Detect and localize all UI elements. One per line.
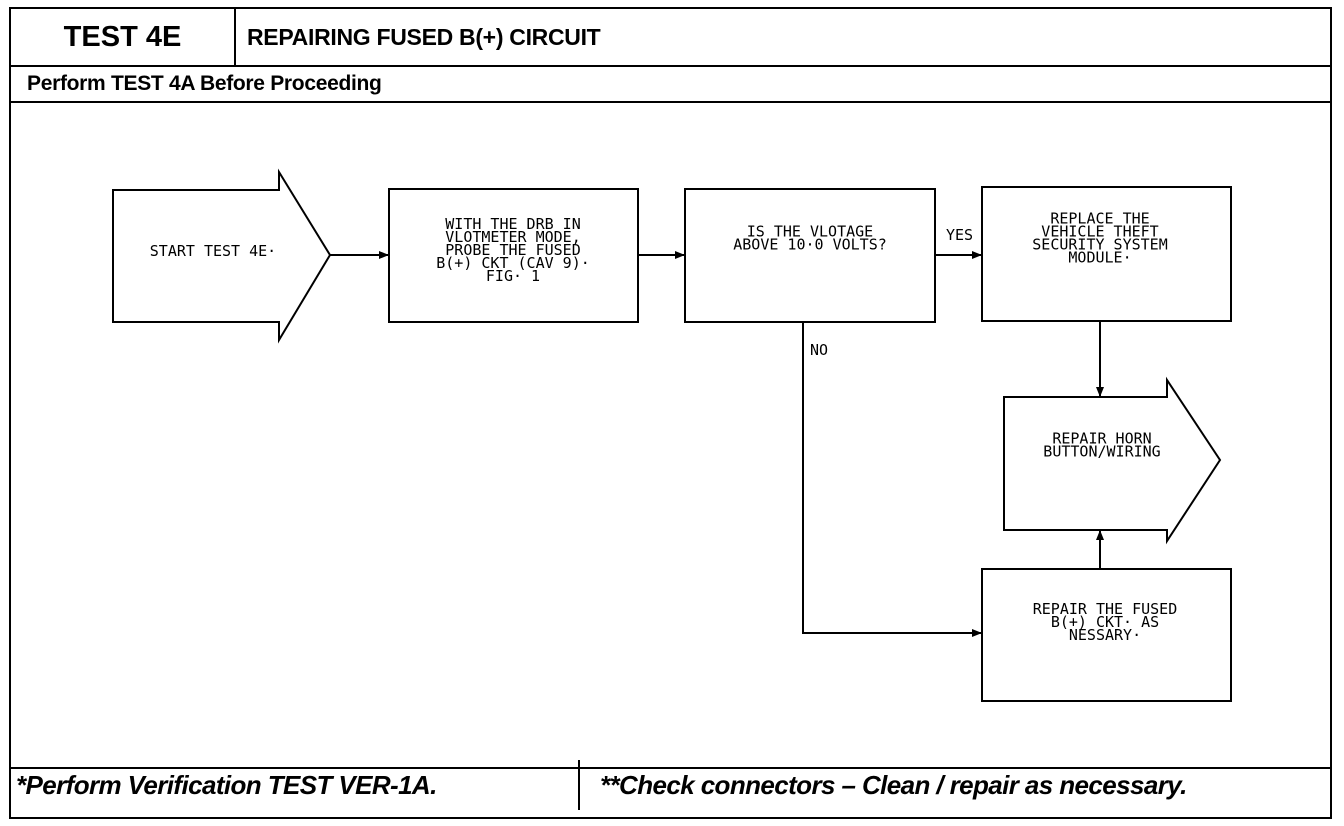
- probe-line: FIG· 1: [486, 267, 540, 285]
- replace-line: SECURITY SYSTEM: [1032, 236, 1167, 254]
- probe-line: VLOTMETER MODE,: [445, 228, 580, 246]
- decision-box: [684, 188, 936, 323]
- fused-line: B(+) CKT· AS: [1051, 613, 1159, 631]
- prerequisite-note: Perform TEST 4A Before Proceeding: [27, 72, 382, 95]
- header-divider: [11, 65, 1330, 67]
- replace-line: REPLACE THE: [1050, 210, 1149, 228]
- test-id: TEST 4E: [11, 9, 236, 65]
- prereq-divider: [11, 101, 1330, 103]
- horn-line: REPAIR HORN: [1052, 430, 1151, 448]
- footer-divider: [11, 767, 1330, 769]
- start-line: START TEST 4E·: [150, 242, 276, 260]
- decision-line: ABOVE 10·0 VOLTS?: [733, 236, 887, 254]
- yes-label: YES: [946, 226, 973, 244]
- probe-line: B(+) CKT (CAV 9)·: [436, 254, 590, 272]
- replace-line: VEHICLE THEFT: [1041, 223, 1158, 241]
- replace-module-box: [981, 186, 1232, 322]
- decision-line: IS THE VLOTAGE: [747, 223, 873, 241]
- fused-line: REPAIR THE FUSED: [1033, 600, 1178, 618]
- footer-divider-vertical: [578, 760, 580, 810]
- probe-line: PROBE THE FUSED: [445, 241, 580, 259]
- start-arrow-shape: [112, 168, 332, 344]
- footer-connector-note: **Check connectors – Clean / repair as n…: [600, 769, 1187, 800]
- replace-line: MODULE·: [1068, 249, 1131, 267]
- no-label: NO: [810, 341, 828, 359]
- horn-line: BUTTON/WIRING: [1043, 443, 1160, 461]
- fused-repair-box: [981, 568, 1232, 702]
- horn-repair-arrow-shape: [1003, 376, 1222, 545]
- probe-line: WITH THE DRB IN: [445, 215, 580, 233]
- test-frame: TEST 4E REPAIRING FUSED B(+) CIRCUIT Per…: [9, 7, 1332, 819]
- fused-line: NESSARY·: [1069, 626, 1141, 644]
- start-node-text: START TEST 4E·: [150, 242, 276, 260]
- footer-verification-note: *Perform Verification TEST VER-1A.: [16, 769, 437, 800]
- edge-decision-no: [802, 322, 982, 637]
- test-title: REPAIRING FUSED B(+) CIRCUIT: [247, 23, 601, 50]
